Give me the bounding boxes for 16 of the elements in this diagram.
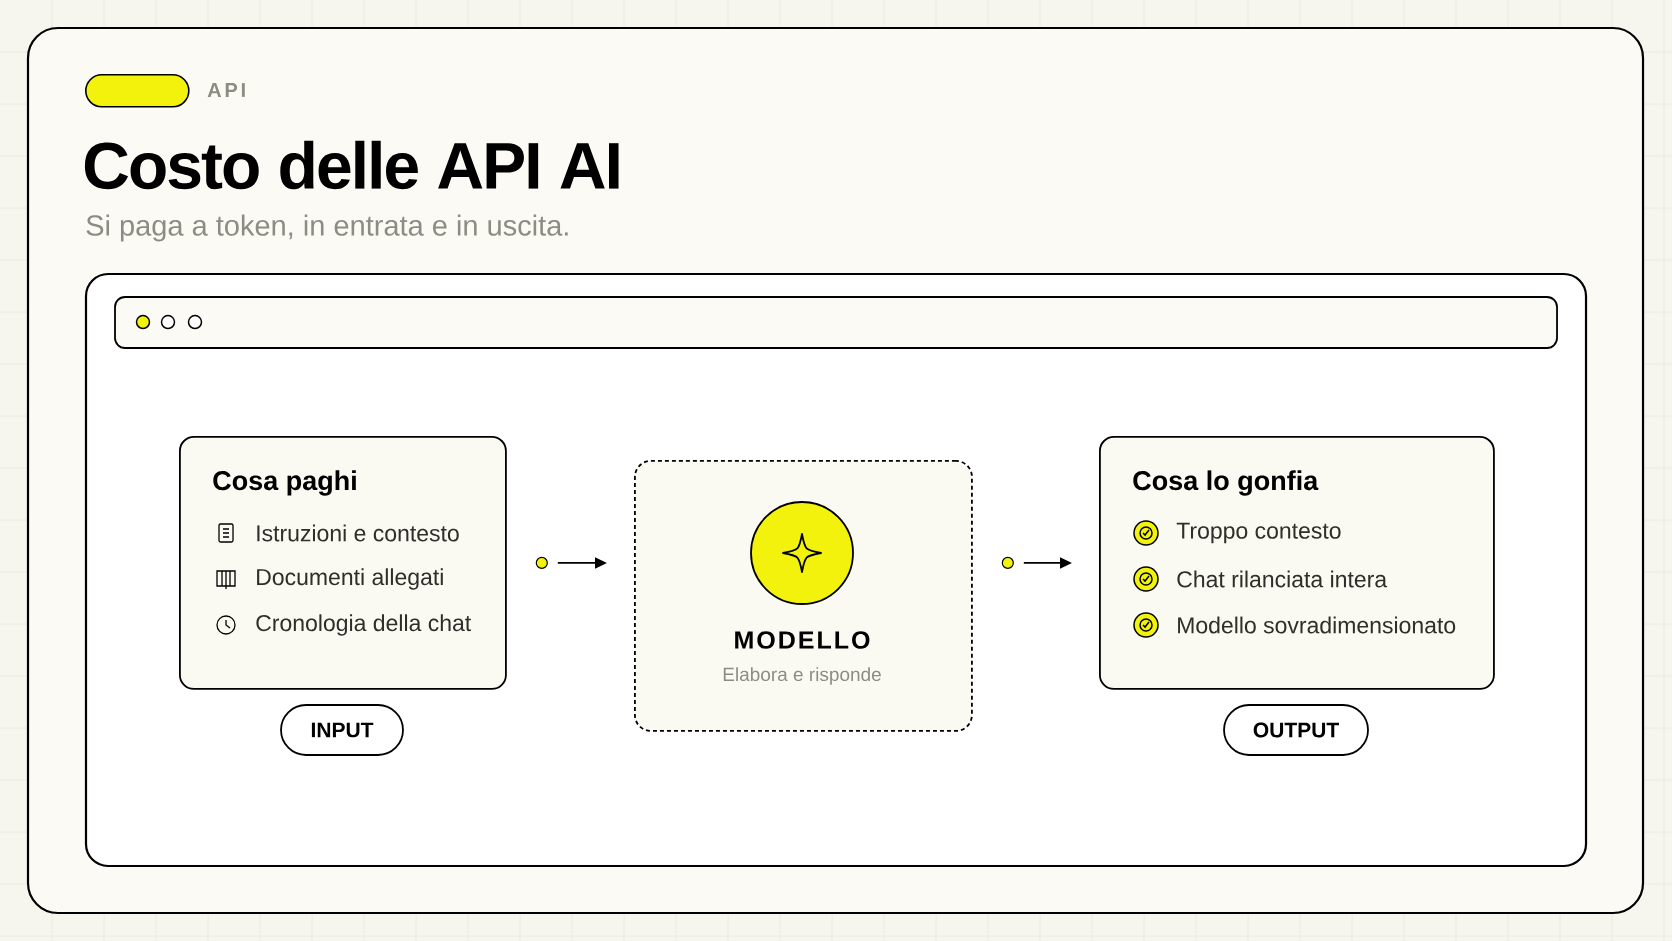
list-item: Documenti allegati [257, 568, 443, 590]
box-heading: Cosa lo gonfia [1133, 470, 1319, 496]
tag-label: API [207, 83, 245, 97]
title: Costo delle API AI [84, 140, 619, 190]
tag-pill [85, 74, 190, 108]
list-item: Istruzioni e contesto [257, 524, 459, 542]
label-pill: OUTPUT [1223, 704, 1369, 756]
model-subtitle: Elabora e risponde [723, 667, 881, 685]
list-item: Cronologia della chat [256, 614, 472, 636]
list-item: Troppo contesto [1176, 522, 1341, 544]
list-item: Chat rilanciata intera [1177, 570, 1388, 588]
label-pill: INPUT [280, 704, 404, 756]
subtitle: Si paga a token, in entrata e in uscita. [86, 214, 568, 242]
box-heading: Cosa paghi [213, 470, 356, 496]
model-title: MODELLO [735, 631, 870, 649]
list-item: Modello sovradimensionato [1178, 616, 1456, 634]
